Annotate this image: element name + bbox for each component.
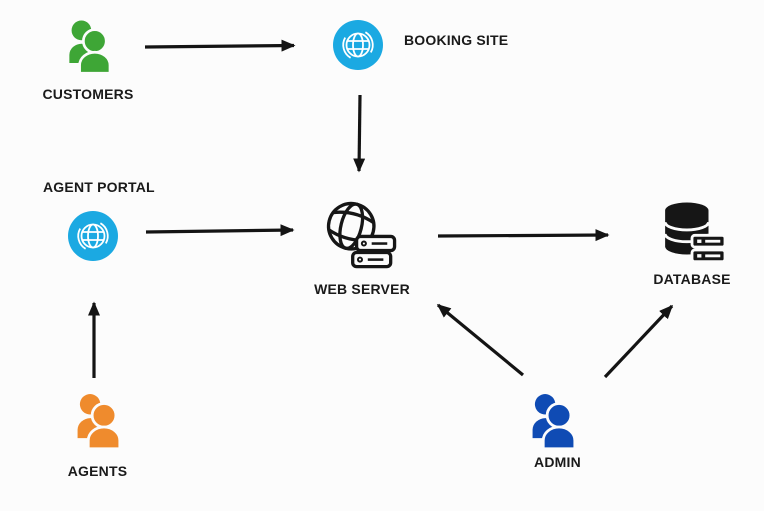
web-server-label: WEB SERVER: [314, 281, 410, 297]
users-icon: [72, 391, 124, 450]
arrow-admin-to-web-server: [436, 303, 525, 377]
agent-portal-label: AGENT PORTAL: [43, 179, 155, 195]
agents-label: AGENTS: [67, 463, 128, 479]
admin-label: ADMIN: [534, 454, 581, 470]
database-icon: [657, 199, 727, 265]
database-label: DATABASE: [653, 271, 731, 287]
arrow-customers-to-booking-site: [144, 39, 296, 52]
users-icon: [64, 18, 114, 74]
users-icon: [527, 391, 579, 450]
arrow-agent-portal-to-web-server: [145, 224, 295, 237]
arrow-admin-to-database: [603, 304, 674, 379]
arrow-web-server-to-database: [437, 229, 610, 242]
customers-label: CUSTOMERS: [42, 86, 134, 102]
booking-site-label: BOOKING SITE: [404, 32, 509, 48]
arrow-booking-site-to-web-server: [353, 94, 366, 173]
globe-icon: [68, 211, 118, 261]
globe-icon: [333, 20, 383, 70]
globe-server-icon: [322, 197, 398, 271]
